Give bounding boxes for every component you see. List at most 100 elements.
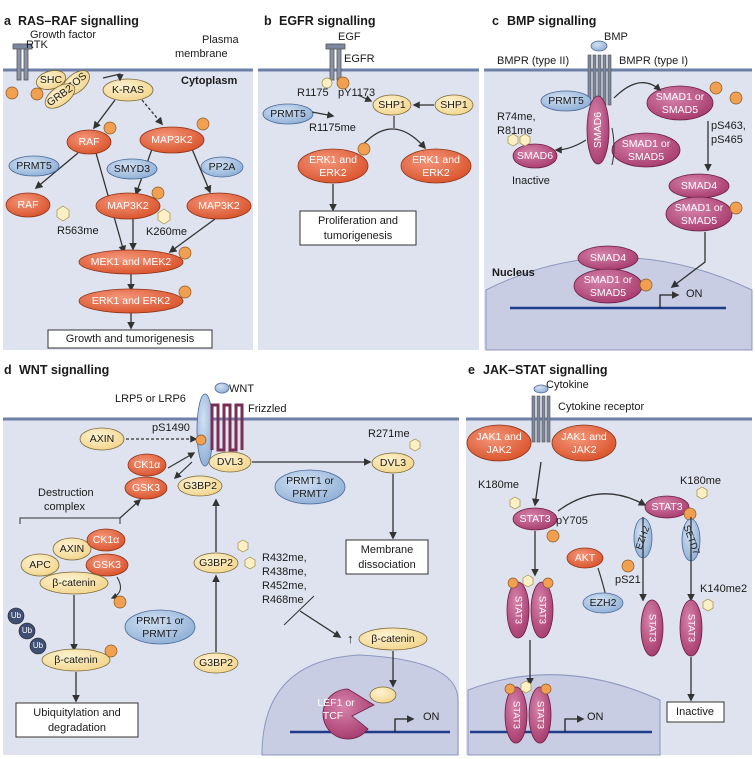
phospho-icon <box>507 577 519 589</box>
bmpr2-label: BMPR (type II) <box>497 55 569 67</box>
methyl-icon <box>519 133 531 147</box>
cytokine-ligand-icon <box>533 384 549 394</box>
prmt1-node-top-line2: PRMT7 <box>292 488 328 500</box>
smad15-nuclear-line2: SMAD5 <box>590 287 626 299</box>
cytoplasm-label: Cytoplasm <box>181 75 237 87</box>
prmt1-node-lower-line2: PRMT7 <box>142 628 178 640</box>
plasma-label: Plasma <box>202 34 240 46</box>
frizzled-label: Frizzled <box>248 403 287 415</box>
panel-c-title: BMP signalling <box>507 14 596 28</box>
panel-d-letter: d <box>4 363 12 377</box>
shc-node: SHC <box>40 74 63 86</box>
r1175-label: R1175 <box>297 87 329 99</box>
panel-b-letter: b <box>264 14 272 28</box>
methyl-icon <box>237 539 249 553</box>
ps463-label: pS463, <box>711 120 746 132</box>
apc-node: APC <box>29 559 51 571</box>
methyl-icon <box>244 556 256 570</box>
frizzled-receptor-icon <box>210 403 244 452</box>
ubiquitin-chain-icon: Ub Ub Ub <box>7 607 47 655</box>
k180me-label: K180me <box>478 479 519 491</box>
panel-a: RTK Growth factor Plasma membrane Cytopl… <box>5 29 252 349</box>
tcf-label: TCF <box>323 710 343 722</box>
panel-e: Cytokine Cytokine receptor JAK1 and JAK2… <box>466 379 747 744</box>
ub-label: Ub <box>22 626 33 635</box>
r74me-label: R74me, <box>497 111 536 123</box>
ubiq-box-line2: degradation <box>48 722 106 734</box>
mek-node: MEK1 and MEK2 <box>91 256 172 268</box>
inactive-label-c: Inactive <box>512 175 550 187</box>
py705-label: pY705 <box>556 515 588 527</box>
phospho-icon <box>542 577 554 589</box>
growth-factor-label: Growth factor <box>30 29 96 41</box>
lef1-tcf-shape <box>322 688 375 740</box>
prmt1-node-lower-line1: PRMT1 or <box>136 615 184 627</box>
methyl-icon <box>702 598 714 612</box>
phospho-icon <box>546 529 560 543</box>
panel-b: EGF EGFR R1175 pY1173 PRMT5 R1175me SHP1… <box>262 31 474 246</box>
prmt5-node-b: PRMT5 <box>270 108 306 120</box>
rtk-label: RTK <box>26 39 48 51</box>
g3bp2-node-methylated: G3BP2 <box>199 557 233 569</box>
panel-titles: a RAS–RAF signalling b EGFR signalling c… <box>4 14 608 377</box>
kras-node: K-RAS <box>112 84 144 96</box>
methyl-icon <box>522 574 534 588</box>
methyl-icon <box>56 205 70 222</box>
cytokine-label: Cytokine <box>546 379 589 391</box>
panel-d: LRP5 or LRP6 WNT Frizzled AXIN pS1490 CK… <box>7 382 440 740</box>
phospho-icon <box>178 285 192 299</box>
membranes <box>3 68 752 421</box>
r432me-label: R432me, <box>262 552 307 564</box>
cytokine-receptor-icon <box>531 395 551 443</box>
jak-left-line2: JAK2 <box>486 444 511 456</box>
increase-arrow-label: ↑ <box>347 631 354 646</box>
on-label-d: ON <box>423 711 440 723</box>
egfr-receptor-icon <box>325 43 346 81</box>
nucleus-label: Nucleus <box>492 267 535 279</box>
ub-label: Ub <box>33 641 44 650</box>
phospho-icon <box>540 683 552 695</box>
r1175me-label: R1175me <box>309 122 356 134</box>
phospho-icon <box>113 595 127 609</box>
shp1-node-b: SHP1 <box>440 99 468 111</box>
phospho-icon <box>196 117 210 131</box>
growth-box: Growth and tumorigenesis <box>66 333 195 345</box>
wnt-label: WNT <box>229 383 254 395</box>
r438me-label: R438me, <box>262 566 307 578</box>
jak-right-line1: JAK1 and <box>561 431 607 443</box>
akt-node: AKT <box>575 552 596 564</box>
gsk3-node-complex: GSK3 <box>93 559 121 571</box>
dna-lines <box>290 306 726 734</box>
r468me-label: R468me <box>262 594 304 606</box>
map3k2-methylated-node: MAP3K2 <box>107 200 149 212</box>
ps465-label: pS465 <box>711 134 743 146</box>
prmt5-node-c: PRMT5 <box>548 95 584 107</box>
erk-node-b2-line1: ERK1 and <box>412 154 460 166</box>
methyl-icon <box>696 486 708 500</box>
phospho-icon <box>504 683 516 695</box>
r81me-label: R81me <box>497 125 532 137</box>
erk-node-b-line1: ERK1 and <box>309 154 357 166</box>
dvl3-node-right: DVL3 <box>380 457 406 469</box>
phospho-icon <box>621 559 635 573</box>
methyl-icon <box>157 208 171 225</box>
methyl-icon <box>520 680 532 694</box>
k180me2-label: K180me <box>680 475 721 487</box>
ck1a-node-top: CK1α <box>134 459 161 471</box>
smad15-node-c-line1: SMAD1 or <box>675 202 724 214</box>
smad4-nuclear-node: SMAD4 <box>590 252 626 264</box>
r452me-label: R452me, <box>262 580 307 592</box>
lef1-label: LEF1 or <box>317 697 355 709</box>
prmt1-node-top-line1: PRMT1 or <box>286 475 334 487</box>
smad15-node-a-line2: SMAD5 <box>662 104 698 116</box>
egf-label: EGF <box>338 31 361 43</box>
shp1-node-a: SHP1 <box>378 99 406 111</box>
methyl-icon <box>507 133 519 147</box>
map3k2-node: MAP3K2 <box>151 134 193 146</box>
phospho-icon <box>683 507 697 521</box>
smad4-node: SMAD4 <box>681 180 717 192</box>
inactive-box-e: Inactive <box>676 706 714 718</box>
egfr-label: EGFR <box>344 53 375 65</box>
r271me-label: R271me <box>368 428 410 440</box>
panel-a-letter: a <box>4 14 12 28</box>
